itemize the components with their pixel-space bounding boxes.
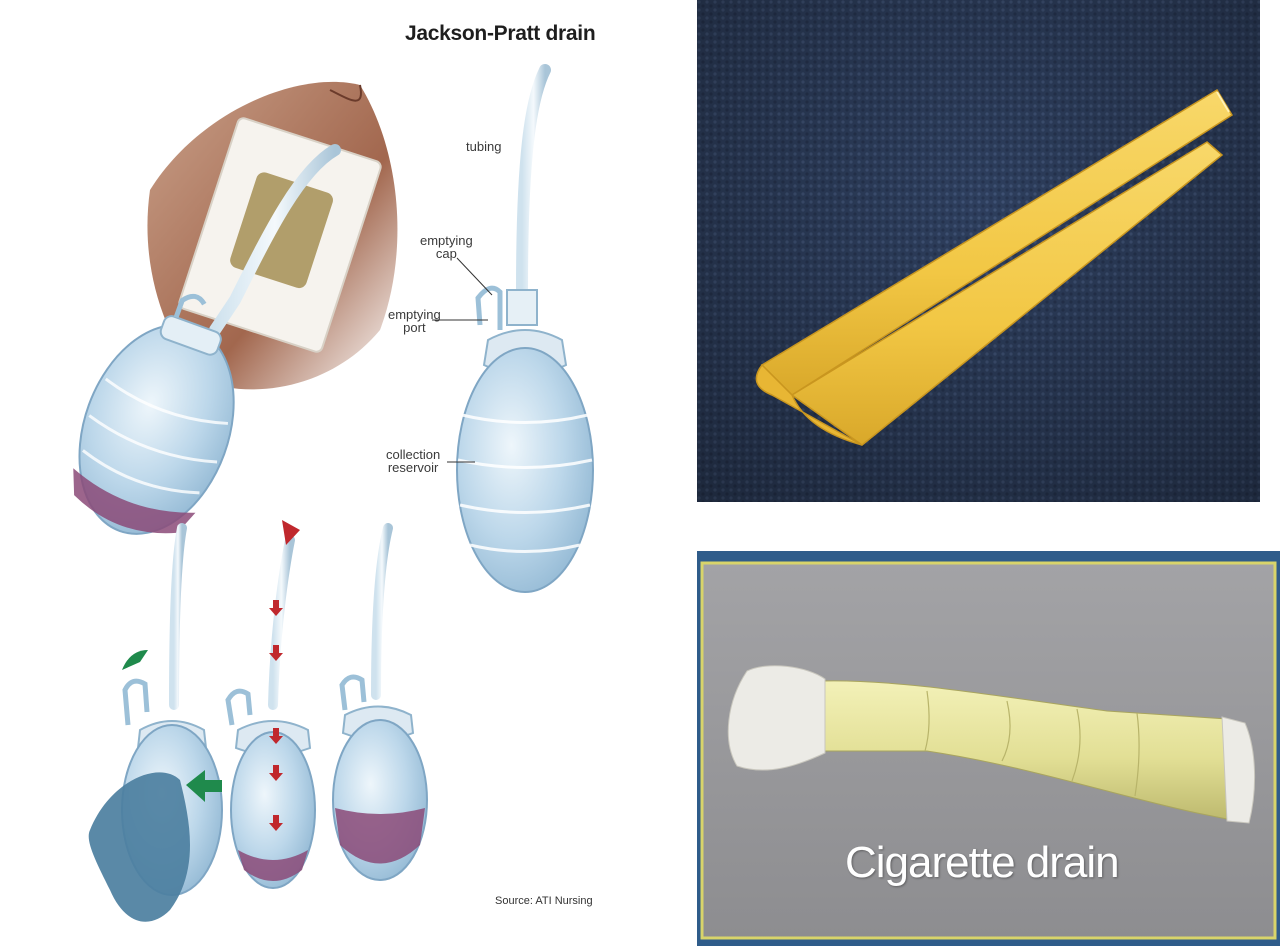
bulb-step-drain: [225, 520, 316, 889]
red-arrow-top-icon: [282, 520, 300, 545]
sutures: [329, 84, 362, 102]
label-emptying-port: emptying port: [388, 307, 441, 335]
cigarette-drawing: [697, 551, 1280, 946]
gauze-end-right: [1221, 716, 1256, 824]
penrose-fold: [755, 363, 863, 446]
label-emptying-cap: emptying cap: [420, 233, 473, 261]
bulb-labeled: [432, 64, 594, 593]
cigarette-drain-body: [821, 680, 1238, 822]
green-arrow-icon: [186, 770, 222, 802]
cigarette-drain-caption: Cigarette drain: [845, 838, 1120, 887]
jackson-pratt-title: Jackson-Pratt drain: [405, 22, 596, 45]
gauze-end-left: [727, 665, 826, 771]
gloved-hand: [88, 772, 190, 922]
label-collection-reservoir: collection reservoir: [386, 447, 441, 475]
jackson-pratt-drawing: [73, 64, 594, 922]
label-tubing: tubing: [466, 139, 502, 154]
penrose-drawing: [697, 0, 1260, 502]
bulb-step-squeeze: [88, 523, 223, 922]
wound-tubing: [209, 144, 341, 336]
red-flow-arrows-icon: [269, 600, 283, 831]
bulb-step-full: [332, 523, 428, 881]
source-credit: Source: ATI Nursing: [495, 895, 593, 907]
jackson-pratt-illustration: Jackson-Pratt drain tubing emptying cap …: [73, 22, 596, 922]
cigarette-drain-photo: [697, 551, 1280, 946]
bulb-attached: [73, 293, 235, 535]
penrose-drain-photo: [697, 0, 1260, 502]
